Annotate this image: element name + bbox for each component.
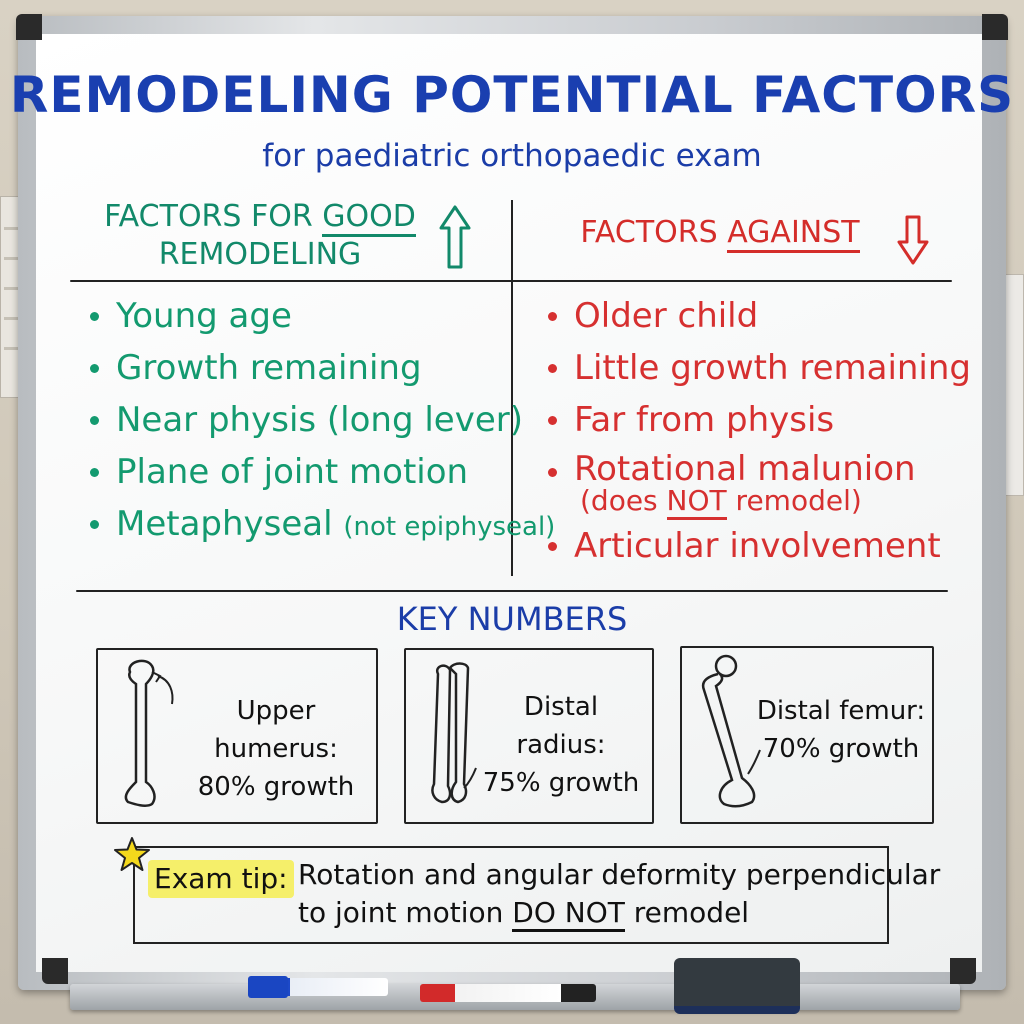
arrow-up-icon <box>439 205 471 269</box>
bullet-icon <box>548 416 557 425</box>
note-part: (does <box>580 484 667 517</box>
tip-emphasis: DO NOT <box>512 896 625 932</box>
bullet-icon <box>90 416 99 425</box>
list-item: Near physis (long lever) <box>90 394 555 446</box>
list-item-text: Far from physis <box>574 400 835 440</box>
column-divider <box>511 200 513 576</box>
box-label-line1: Distal femur: <box>756 696 926 726</box>
list-item-text: Plane of joint motion <box>116 452 469 492</box>
against-heading-emphasis: AGAINST <box>727 215 860 253</box>
list-item-text: Rotational malunion <box>574 449 916 489</box>
against-factors-heading: FACTORS AGAINST <box>540 214 900 253</box>
good-heading-emphasis: GOOD <box>322 199 416 237</box>
femur-bone-icon <box>701 654 761 808</box>
list-item: Rotational malunion (does NOT remodel) <box>548 446 971 520</box>
humerus-bone-icon <box>124 659 174 807</box>
against-heading-pre: FACTORS <box>580 215 728 250</box>
radius-ulna-bone-icon <box>431 662 477 804</box>
whiteboard-surface <box>36 34 982 972</box>
red-marker[interactable] <box>420 984 596 1002</box>
frame-corner <box>982 14 1008 40</box>
bullet-icon <box>548 542 557 551</box>
bullet-icon <box>548 312 557 321</box>
eraser[interactable] <box>674 958 800 1014</box>
bullet-icon <box>548 364 557 373</box>
key-number-box-femur <box>680 646 934 824</box>
key-number-box-radius <box>404 648 654 824</box>
list-item: Older child <box>548 290 971 342</box>
exam-tip-label: Exam tip: <box>148 860 294 898</box>
note-part: remodel) <box>726 484 862 517</box>
header-divider <box>70 280 952 282</box>
exam-tip-box <box>133 846 889 944</box>
good-heading-pre: FACTORS FOR <box>104 199 323 234</box>
humerus-label: Upper humerus: 80% growth <box>178 692 374 806</box>
list-item: Young age <box>90 290 555 342</box>
femur-label: Distal femur: 70% growth <box>756 692 926 768</box>
star-icon <box>114 837 150 871</box>
list-item-note: (not epiphyseal) <box>343 512 556 542</box>
frame-corner <box>950 958 976 984</box>
list-item-text: Metaphyseal <box>116 504 333 544</box>
list-item: Plane of joint motion <box>90 446 555 498</box>
box-label-line2: 75% growth <box>482 768 640 798</box>
list-item-note: (does NOT remodel) <box>580 484 971 520</box>
radius-label: Distal radius: 75% growth <box>476 688 646 802</box>
list-item: Metaphyseal (not epiphyseal) <box>90 498 556 553</box>
blue-marker-cap <box>248 976 288 998</box>
frame-corner <box>16 14 42 40</box>
list-item-text: Young age <box>116 296 292 336</box>
bullet-icon <box>90 312 99 321</box>
tip-part: to joint motion <box>298 896 513 929</box>
key-numbers-title: KEY NUMBERS <box>396 600 628 638</box>
key-number-box-humerus <box>96 648 378 824</box>
bullet-icon <box>90 364 99 373</box>
bullet-icon <box>548 468 557 477</box>
list-item: Far from physis <box>548 394 971 446</box>
section-divider <box>76 590 948 592</box>
page-subtitle: for paediatric orthopaedic exam <box>262 138 762 174</box>
list-item-text: Articular involvement <box>574 526 941 566</box>
good-factors-list: Young age Growth remaining Near physis (… <box>90 290 556 553</box>
list-item-text: Little growth remaining <box>574 348 972 388</box>
tip-part: remodel <box>624 896 750 929</box>
good-factors-heading: FACTORS FOR GOOD REMODELING <box>80 198 440 274</box>
good-heading-line2: REMODELING <box>158 237 362 272</box>
bullet-icon <box>90 468 99 477</box>
frame-corner <box>42 958 68 984</box>
list-item-text: Near physis (long lever) <box>116 400 524 440</box>
list-item-text: Older child <box>574 296 759 336</box>
box-label-line1: Upper humerus: <box>214 696 338 764</box>
list-item: Growth remaining <box>90 342 555 394</box>
exam-tip-text: Rotation and angular deformity perpendic… <box>298 856 940 932</box>
list-item-text: Growth remaining <box>116 348 422 388</box>
box-label-line2: 80% growth <box>197 772 355 802</box>
bullet-icon <box>90 520 99 529</box>
list-item: Articular involvement <box>548 520 971 572</box>
arrow-down-icon <box>897 215 929 265</box>
box-label-line2: 70% growth <box>762 734 920 764</box>
page-title: REMODELING POTENTIAL FACTORS <box>9 66 1015 124</box>
list-item: Little growth remaining <box>548 342 972 394</box>
against-factors-list: Older child Little growth remaining Far … <box>548 290 972 572</box>
note-emphasis: NOT <box>666 484 727 520</box>
exam-tip-line2: to joint motion DO NOT remodel <box>298 894 940 932</box>
exam-tip-line1: Rotation and angular deformity perpendic… <box>298 858 941 891</box>
box-label-line1: Distal radius: <box>516 692 606 760</box>
